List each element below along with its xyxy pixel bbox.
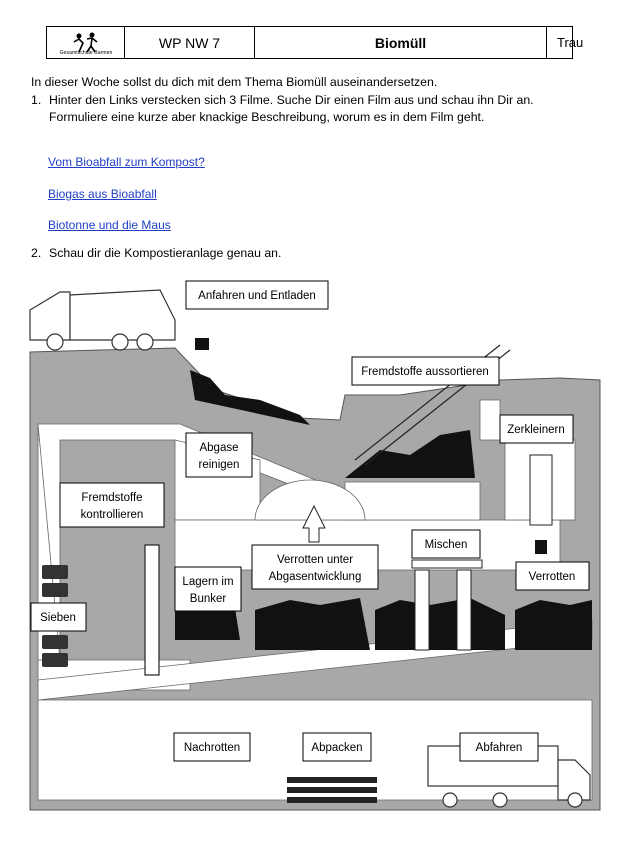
label-fremdstoffe-kontrollieren-line2: kontrollieren — [81, 509, 144, 521]
label-fremdstoffe-aussortieren: Fremdstoffe aussortieren — [361, 366, 489, 378]
label-abgase-line2: reinigen — [199, 459, 240, 471]
course-cell: WP NW 7 — [125, 27, 255, 58]
link-film-2[interactable]: Biogas aus Bioabfall — [48, 187, 157, 201]
label-verrotten: Verrotten — [529, 571, 576, 583]
mixer-columns — [411, 559, 483, 651]
garbage-truck — [29, 289, 176, 351]
link-film-1[interactable]: Vom Bioabfall zum Kompost? — [48, 155, 205, 169]
label-verrotten-unter-line1: Verrotten unter — [277, 554, 353, 566]
school-logo-icon — [73, 32, 97, 52]
label-zerkleinern: Zerkleinern — [507, 424, 565, 436]
compost-bags — [287, 777, 377, 803]
label-lagern-line2: Bunker — [190, 593, 227, 605]
intro-text: In dieser Woche sollst du dich mit dem T… — [31, 75, 438, 89]
label-verrotten-unter-line2: Abgasentwicklung — [269, 571, 362, 583]
compost-piles — [175, 338, 592, 650]
sieve-stack — [42, 565, 68, 667]
label-abfahren: Abfahren — [476, 742, 523, 754]
label-nachrotten: Nachrotten — [184, 742, 240, 754]
vertical-conveyor — [144, 544, 160, 676]
label-boxes — [30, 280, 590, 762]
label-anfahren: Anfahren und Entladen — [198, 290, 316, 302]
page-title: Biomüll — [255, 27, 547, 58]
task-2-number: 2. — [31, 246, 42, 260]
teacher-cell: Trau — [557, 35, 584, 50]
label-fremdstoffe-kontrollieren-line1: Fremdstoffe — [81, 492, 142, 504]
shredder-shaft — [529, 454, 553, 526]
task-1-text: Hinter den Links verstecken sich 3 Filme… — [49, 93, 534, 124]
header-table: Gesamtschule Barmen WP NW 7 Biomüll Trau — [46, 26, 583, 59]
label-abgase-line1: Abgase — [199, 442, 238, 454]
label-mischen: Mischen — [425, 539, 468, 551]
school-logo-text: Gesamtschule Barmen — [59, 50, 113, 56]
label-abpacken: Abpacken — [311, 742, 362, 754]
exhaust-arrow — [302, 504, 326, 543]
school-logo: Gesamtschule Barmen — [47, 27, 125, 58]
task-2-text: Schau dir die Kompostieranlage genau an. — [49, 246, 282, 260]
label-sieben: Sieben — [40, 612, 76, 624]
task-1-number: 1. — [31, 93, 42, 107]
label-lagern-line1: Lagern im — [182, 576, 233, 588]
link-film-3[interactable]: Biotonne und die Maus — [48, 218, 171, 232]
